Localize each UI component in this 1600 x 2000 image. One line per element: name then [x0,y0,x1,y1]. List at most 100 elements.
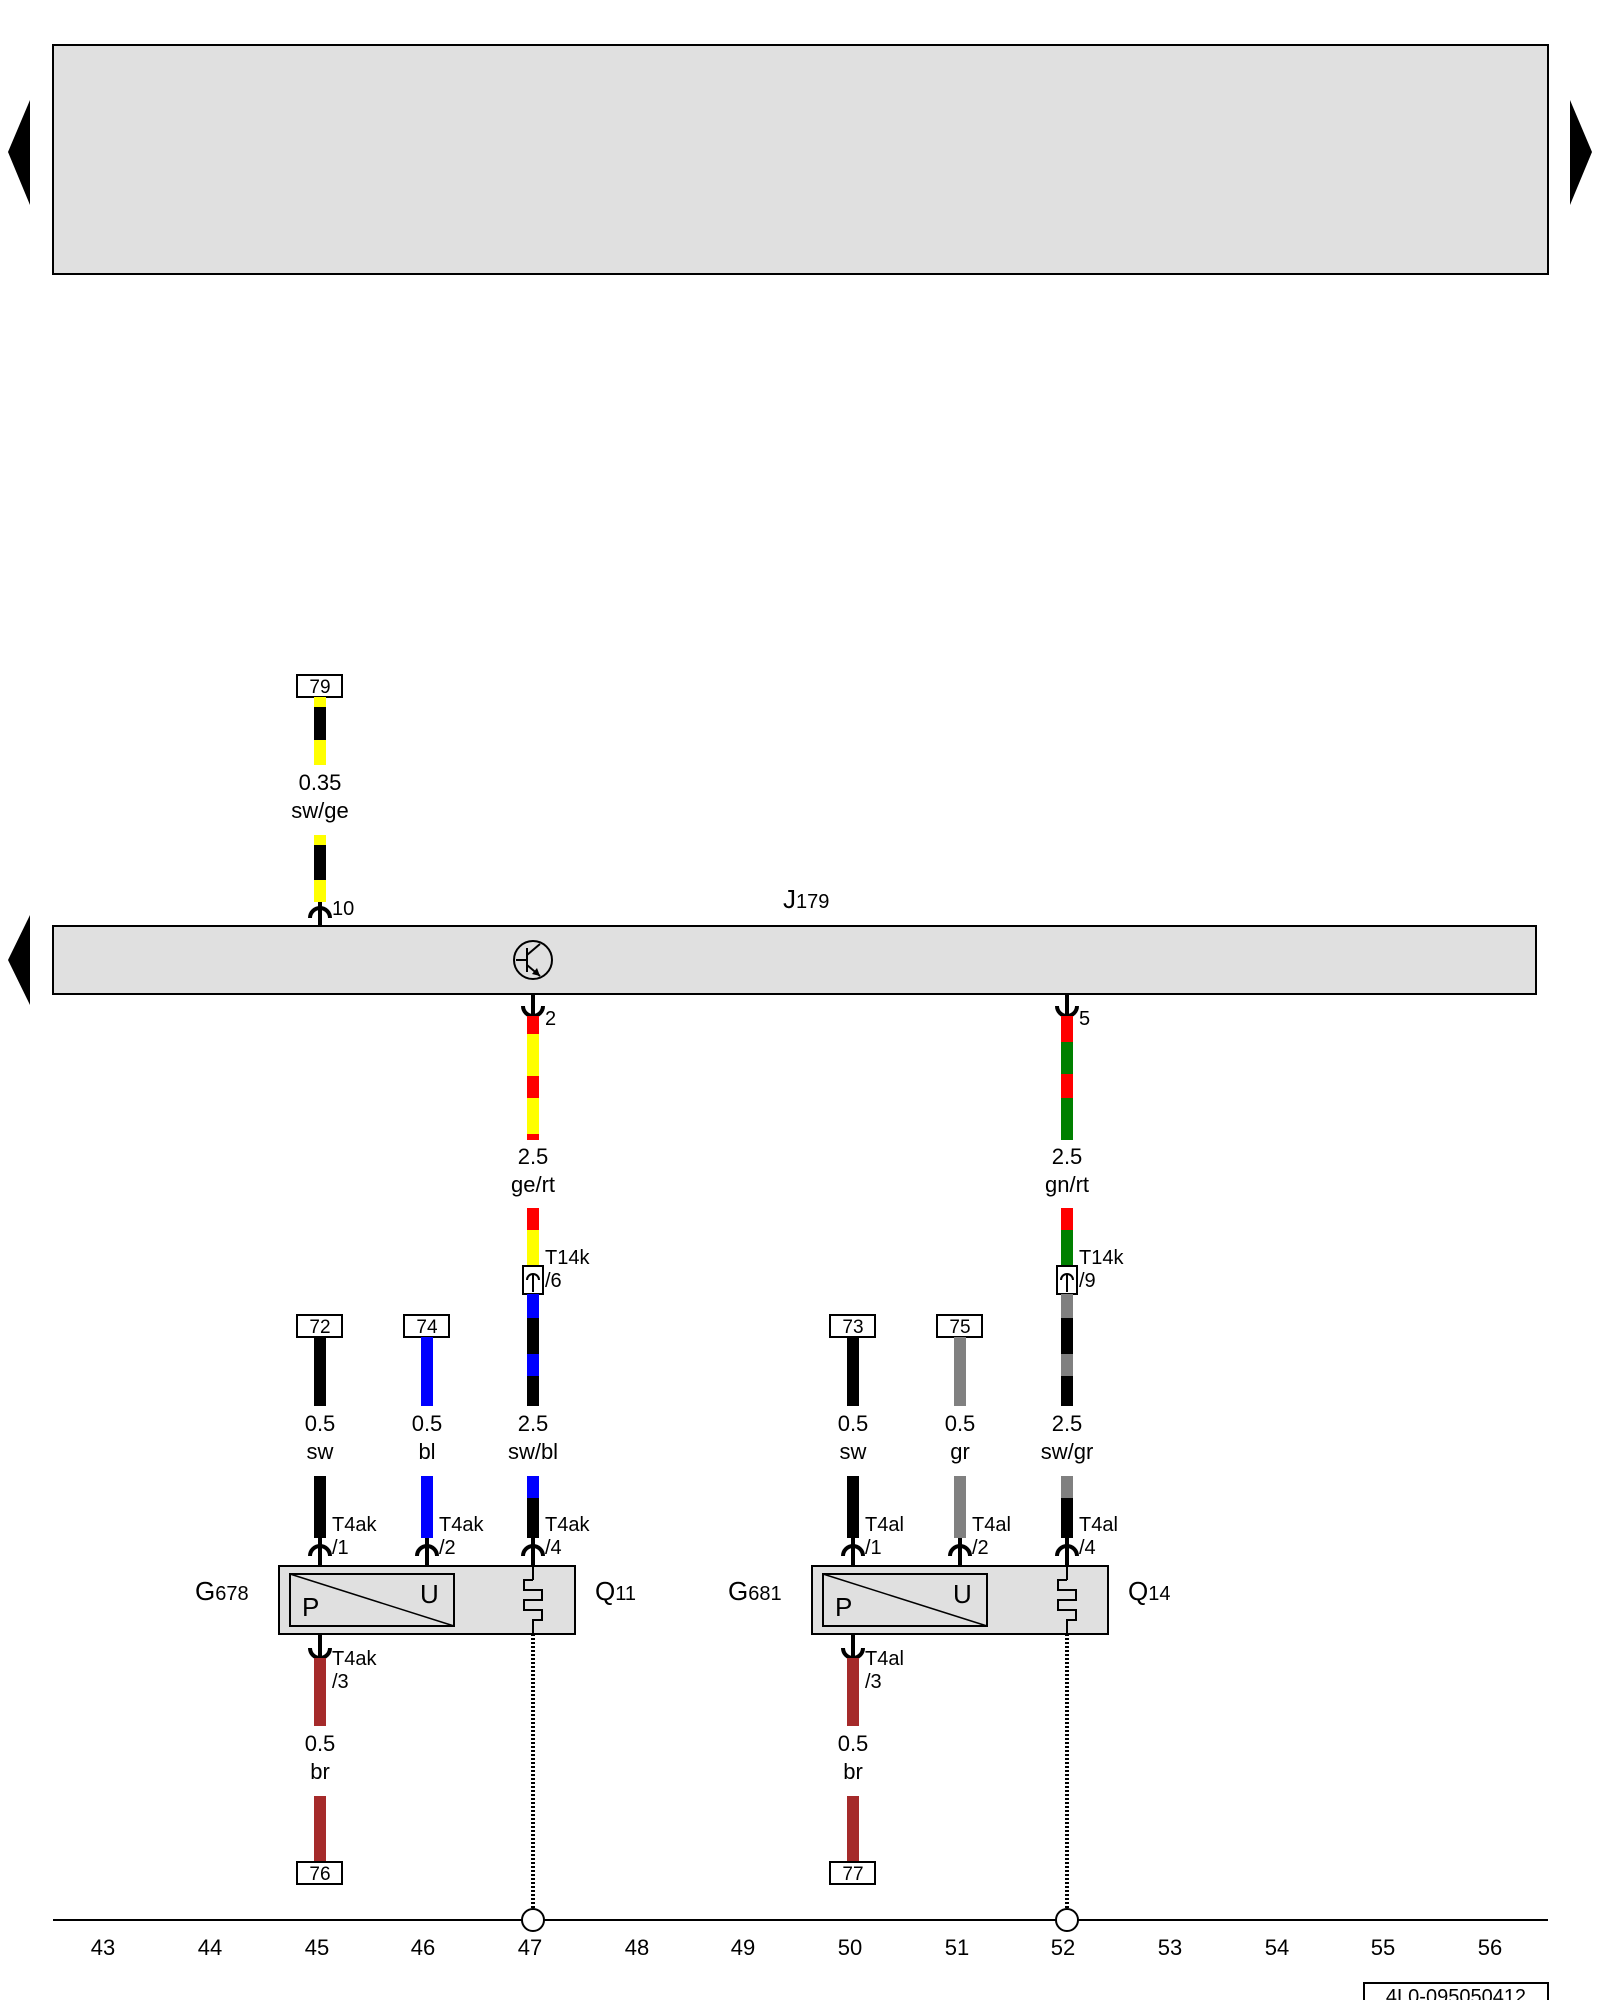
j-pin2: 2 [545,1008,556,1030]
t14k-6-pin: /6 [545,1270,562,1292]
ref-77: 77 [842,1864,863,1885]
column-number: 46 [411,1935,435,1960]
prev-page-arrow-j179[interactable] [8,915,30,1005]
next-page-arrow[interactable] [1570,100,1592,205]
wire-74-size: 0.5 [412,1411,443,1436]
column-number: 51 [945,1935,969,1960]
wire-75-color: gr [950,1439,970,1464]
connector-t14k-6 [522,1265,544,1295]
wire-79-upper [314,697,326,765]
column-number: 49 [731,1935,755,1960]
q11-heater-icon [523,1579,543,1634]
wire-swgr-upper [1061,1294,1073,1406]
g681-u-label: U [953,1579,972,1609]
q14-heater-icon [1057,1579,1077,1634]
wire-73-color: sw [840,1439,867,1464]
transistor-icon [513,940,553,980]
connector-t14k-9 [1056,1265,1078,1295]
wire-77-size: 0.5 [838,1731,869,1756]
doc-number: 4L0-095050412 [1386,1986,1526,2000]
t14k-6-name: T14k [545,1247,590,1269]
j179-box[interactable] [52,925,1537,995]
column-number: 50 [838,1935,862,1960]
wire-swbl-lower [527,1476,539,1538]
connector-t4al-4 [1055,1538,1079,1566]
prev-page-arrow[interactable] [8,100,30,205]
t14k-9-name: T14k [1079,1247,1124,1269]
connector-t4ak-4 [521,1538,545,1566]
g678-sensor-box [289,1573,455,1627]
column-number: 47 [518,1935,542,1960]
wire-73-upper [847,1337,859,1406]
wire-gnrt-upper [1061,1016,1073,1140]
ref-75: 75 [949,1317,970,1338]
g678-p-label: P [302,1592,319,1622]
wire-76-color: br [310,1759,330,1784]
wire-gert-upper [527,1016,539,1140]
wire-gnrt-lower [1061,1208,1073,1266]
t14k-9-pin: /9 [1079,1270,1096,1292]
wire-79-size: 0.35 [299,770,342,795]
ground-point-52[interactable] [1055,1908,1079,1932]
column-number: 44 [198,1935,222,1960]
connector-t4al-3 [841,1634,865,1660]
wire-swbl-size: 2.5 [518,1411,549,1436]
wire-79-color: sw/ge [291,798,348,823]
q14-label: Q14 [1128,1576,1170,1606]
doc-number-box [1363,1982,1549,2000]
t4al-1-name: T4al [865,1514,904,1536]
wire-72-upper [314,1337,326,1406]
wire-76-upper [314,1658,326,1726]
connector-j-pin5 [1055,994,1079,1018]
t4al-1-pin: /1 [865,1537,882,1559]
wire-74-lower [421,1476,433,1538]
t4ak-3-name: T4ak [332,1648,377,1670]
wire-79-lower [314,835,326,902]
wire-72-lower [314,1476,326,1538]
ground-point-47[interactable] [521,1908,545,1932]
wire-76-lower [314,1796,326,1862]
connector-t4ak-3 [308,1634,332,1660]
column-number: 56 [1478,1935,1502,1960]
t4al-4-pin: /4 [1079,1537,1096,1559]
wire-74-upper [421,1337,433,1406]
connector-t4al-2 [948,1538,972,1566]
q11-label: Q11 [595,1576,636,1606]
wire-77-upper [847,1658,859,1726]
t4al-3-pin: /3 [865,1671,882,1693]
ref-box-77[interactable] [829,1861,876,1885]
t4al-3-name: T4al [865,1648,904,1670]
wire-swbl-color: sw/bl [508,1439,558,1464]
wire-swgr-color: sw/gr [1041,1439,1094,1464]
t4ak-1-name: T4ak [332,1514,377,1536]
wire-72-color: sw [307,1439,334,1464]
g681-label: G681 [728,1576,782,1606]
j179-letter: J [783,884,796,914]
column-number: 43 [91,1935,115,1960]
t4ak-2-pin: /2 [439,1537,456,1559]
ref-73: 73 [842,1317,863,1338]
wire-77-lower [847,1796,859,1862]
column-number: 48 [625,1935,649,1960]
wire-75-lower [954,1476,966,1538]
wire-73-lower [847,1476,859,1538]
t4al-2-name: T4al [972,1514,1011,1536]
wire-gert-lower [527,1208,539,1266]
g678-sensor-diagonal [289,1573,455,1627]
column-number: 52 [1051,1935,1075,1960]
g678-label: G678 [195,1576,249,1606]
wire-75-upper [954,1337,966,1406]
ref-box-76[interactable] [296,1861,343,1885]
connector-t4ak-2 [415,1538,439,1566]
ref-74: 74 [416,1317,438,1338]
connector-t4ak-1 [308,1538,332,1566]
wire-75-size: 0.5 [945,1411,976,1436]
j-pin10: 10 [332,898,354,920]
wire-77-color: br [843,1759,863,1784]
t4ak-4-name: T4ak [545,1514,590,1536]
column-numbers: 43 44 45 46 47 48 49 50 51 52 53 54 55 5… [91,1935,1502,1960]
column-number: 54 [1265,1935,1289,1960]
ref-72: 72 [309,1317,330,1338]
header-panel [52,44,1549,275]
wire-gert-size: 2.5 [518,1144,549,1169]
